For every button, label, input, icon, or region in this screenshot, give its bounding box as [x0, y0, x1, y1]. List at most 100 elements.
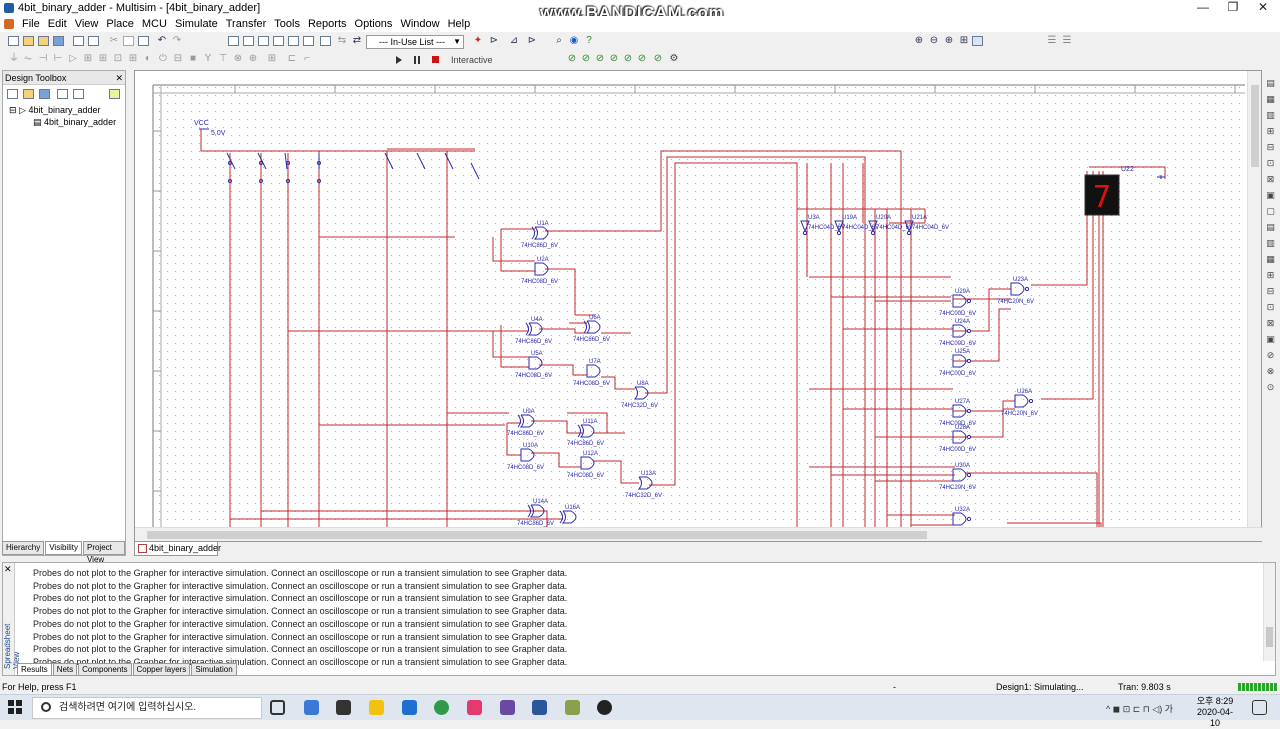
paste-icon[interactable] — [138, 36, 149, 46]
instrument-button-icon[interactable]: ▦ — [1266, 94, 1275, 104]
probe-icon[interactable]: ✦ — [473, 35, 483, 46]
tab-copper-layers[interactable]: Copper layers — [132, 663, 191, 676]
place-advanced-icon[interactable]: ■ — [189, 53, 197, 64]
menu-file[interactable]: File — [22, 18, 40, 30]
tab-nets[interactable]: Nets — [52, 663, 78, 676]
place-connector-icon[interactable]: ⊕ — [248, 53, 258, 64]
distribute-icon[interactable]: ☰ — [1062, 35, 1072, 46]
chrome-icon[interactable] — [434, 700, 449, 715]
toggle-fullscreen-icon[interactable] — [228, 36, 239, 46]
tab-simulation[interactable]: Simulation — [191, 663, 237, 676]
tree-item-root[interactable]: ⊟ ▷ 4bit_binary_adder — [9, 105, 101, 115]
help-icon[interactable]: ? — [586, 35, 592, 46]
gate-u16a[interactable]: U16A — [559, 505, 580, 524]
schematic-canvas[interactable]: VCC 5.0V — [135, 71, 1247, 527]
print-preview-icon[interactable] — [88, 36, 99, 46]
transfer-icon[interactable]: ⇄ — [352, 35, 362, 46]
instrument-button-icon[interactable]: ▥ — [1266, 238, 1275, 248]
bandicam-record-icon[interactable] — [597, 700, 612, 715]
menu-edit[interactable]: Edit — [47, 18, 67, 30]
postprocessor-icon[interactable] — [320, 36, 331, 46]
place-electromech-icon[interactable]: ⊤ — [218, 53, 228, 64]
network-analyzer-icon[interactable]: ⊘ — [637, 53, 647, 64]
spreadsheet-icon[interactable] — [273, 36, 284, 46]
taskbar-search-input[interactable]: 검색하려면 여기에 입력하십시오. — [32, 697, 262, 719]
run-simulation-icon[interactable] — [396, 55, 402, 64]
results-scrollbar[interactable] — [1263, 563, 1275, 661]
open-sample-icon[interactable] — [38, 36, 49, 46]
save-design-icon[interactable] — [39, 89, 50, 99]
canvas-horizontal-scrollbar[interactable] — [135, 527, 1263, 541]
document-tab[interactable]: 4bit_binary_adder — [134, 542, 221, 556]
instrument-button-icon[interactable]: ▥ — [1266, 110, 1275, 120]
zoom-fit-icon[interactable] — [972, 36, 983, 46]
instrument-button-icon[interactable]: ⊞ — [1266, 126, 1275, 136]
place-analog-icon[interactable]: ▷ — [69, 53, 77, 64]
menu-transfer[interactable]: Transfer — [225, 18, 267, 30]
tab-visibility[interactable]: Visibility — [45, 541, 82, 555]
copy-icon[interactable] — [123, 36, 134, 46]
instrument-icon[interactable]: ⊘ — [609, 53, 619, 64]
close-toolbox-icon[interactable]: ✕ — [115, 73, 123, 83]
store-bag-icon[interactable] — [336, 700, 351, 715]
hierarchical-block-icon[interactable]: ⊏ — [287, 53, 297, 64]
horizontal-scroll-thumb[interactable] — [147, 531, 927, 539]
tab-components[interactable]: Components — [78, 663, 132, 676]
place-diode-icon[interactable]: ⊣ — [38, 53, 48, 64]
education-icon[interactable]: ◉ — [569, 35, 579, 46]
design-properties-icon[interactable] — [109, 89, 120, 99]
place-bus-icon[interactable]: ⌐ — [304, 53, 310, 64]
gate-u32a[interactable]: U32A — [952, 507, 972, 526]
new-sheet-icon[interactable] — [57, 89, 68, 99]
close-spreadsheet-icon[interactable]: ✕ — [4, 564, 12, 574]
database-icon[interactable] — [288, 36, 299, 46]
grapher-icon[interactable]: ⊘ — [567, 53, 577, 64]
instrument-button-icon[interactable]: ▦ — [1266, 254, 1275, 264]
place-misc-digital-icon[interactable]: ⊡ — [113, 53, 123, 64]
mail-icon[interactable] — [402, 700, 417, 715]
system-tray-icons[interactable]: ^ ◼ ⊡ ⊏ ⊓ ◁) 가 — [1106, 704, 1173, 714]
menu-simulate[interactable]: Simulate — [174, 18, 218, 30]
instrument-button-icon[interactable]: ⊞ — [1266, 270, 1275, 280]
taskbar-clock[interactable]: 오후 8:29 2020-04-10 — [1196, 696, 1234, 728]
instrument-button-icon[interactable]: ▤ — [1266, 78, 1275, 88]
new-file-icon[interactable] — [8, 36, 19, 46]
place-indicator-icon[interactable]: ◐ — [144, 53, 152, 64]
results-scroll-thumb[interactable] — [1266, 627, 1273, 647]
menu-tools[interactable]: Tools — [274, 18, 300, 30]
zoom-sheet-icon[interactable]: ⊞ — [959, 35, 969, 46]
minimize-button[interactable]: — — [1197, 0, 1209, 14]
place-ttl-icon[interactable]: ⊞ — [83, 53, 93, 64]
place-transistor-icon[interactable]: ⊢ — [53, 53, 63, 64]
component-wizard-icon[interactable] — [303, 36, 314, 46]
tab-results[interactable]: Results — [17, 663, 52, 676]
instrument-button-icon[interactable]: ⊟ — [1266, 142, 1275, 152]
instrument-button-icon[interactable]: ▢ — [1266, 206, 1275, 216]
in-use-list-select[interactable]: --- In-Use List --- ▼ — [366, 35, 464, 49]
hierarchy-icon[interactable] — [258, 36, 269, 46]
instrument-button-icon[interactable]: ⊡ — [1266, 302, 1275, 312]
logic-analyzer-icon[interactable]: ⊘ — [623, 53, 633, 64]
app-icon[interactable] — [565, 700, 580, 715]
file-explorer-store-icon[interactable] — [304, 700, 319, 715]
voltage-probe-icon[interactable]: ⊿ — [509, 35, 519, 46]
instrument-button-icon[interactable]: ▤ — [1266, 222, 1275, 232]
search-icon[interactable]: ⌕ — [556, 35, 562, 46]
instrument-button-icon[interactable]: ⊠ — [1266, 174, 1275, 184]
